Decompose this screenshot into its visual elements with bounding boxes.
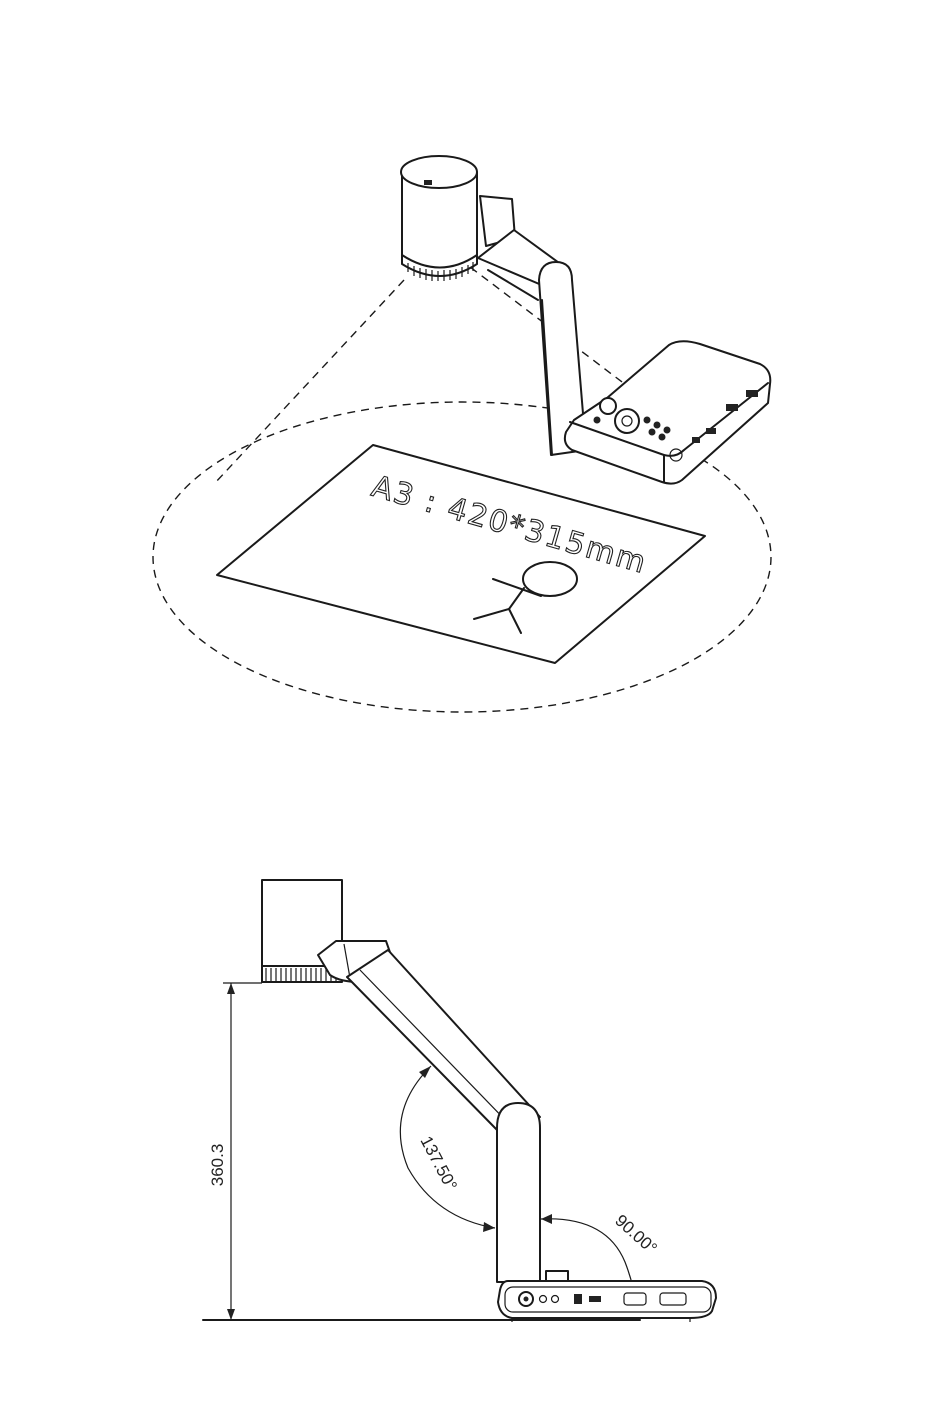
side-view: 360.3 <box>203 880 716 1322</box>
side-lower-arm <box>497 1103 540 1282</box>
height-dimension: 360.3 <box>208 983 262 1320</box>
height-value: 360.3 <box>208 1144 227 1187</box>
perspective-view: A3 : 420*315mm <box>153 156 771 712</box>
a3-paper: A3 : 420*315mm <box>217 445 705 663</box>
arm-angle-value: 137.50° <box>416 1133 460 1194</box>
logo-mark <box>424 180 432 185</box>
